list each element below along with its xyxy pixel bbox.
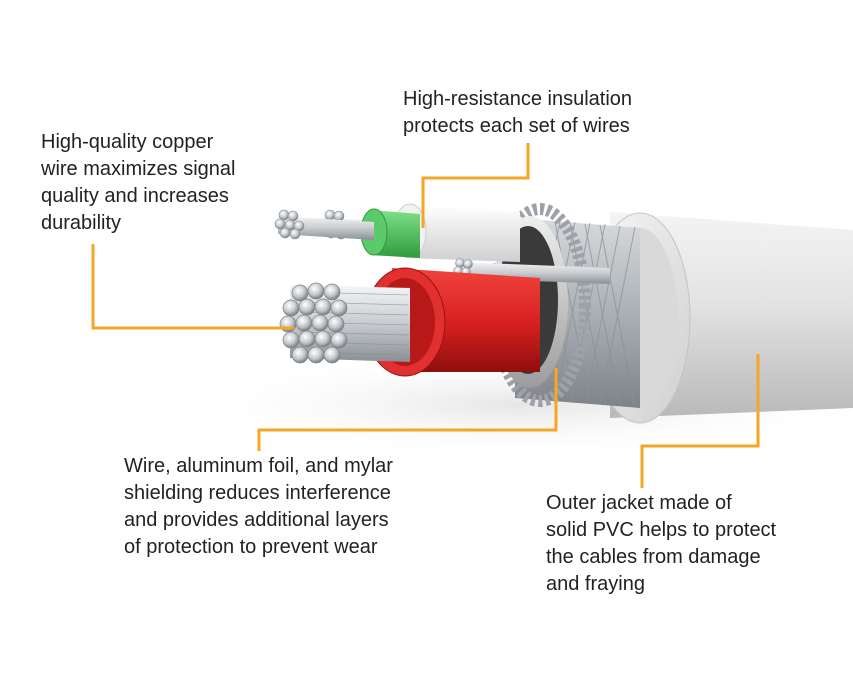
leader-line-insulation <box>421 143 530 228</box>
green-insulated-wire <box>274 208 420 258</box>
callout-line: High-quality copper <box>41 131 214 153</box>
callout-copper-wire: High-quality copper wire maximizes signa… <box>41 129 236 237</box>
callout-line: quality and increases <box>41 185 229 207</box>
callout-line: and fraying <box>546 573 645 595</box>
callout-line: and provides additional layers <box>124 509 389 531</box>
callout-line: Wire, aluminum foil, and mylar <box>124 455 393 477</box>
callout-line: High-resistance insulation <box>403 88 633 110</box>
callout-line: the cables from damage <box>546 546 761 568</box>
callout-shielding: Wire, aluminum foil, and mylar shielding… <box>124 453 393 561</box>
callout-line: durability <box>41 212 122 234</box>
callout-line: shielding reduces interference <box>124 482 391 504</box>
callout-line: wire maximizes signal <box>41 158 236 180</box>
leader-line-copper <box>91 244 294 330</box>
callout-line: protects each set of wires <box>403 115 630 137</box>
leader-line-jacket <box>640 354 760 488</box>
callout-line: Outer jacket made of <box>546 492 732 514</box>
callout-line: of protection to prevent wear <box>124 536 378 558</box>
callout-outer-jacket: Outer jacket made of solid PVC helps to … <box>546 490 776 598</box>
copper-strand-bundle <box>279 282 410 364</box>
callout-line: solid PVC helps to protect <box>546 519 777 541</box>
callout-insulation: High-resistance insulation protects each… <box>403 86 632 140</box>
leader-line-shielding <box>257 368 558 451</box>
